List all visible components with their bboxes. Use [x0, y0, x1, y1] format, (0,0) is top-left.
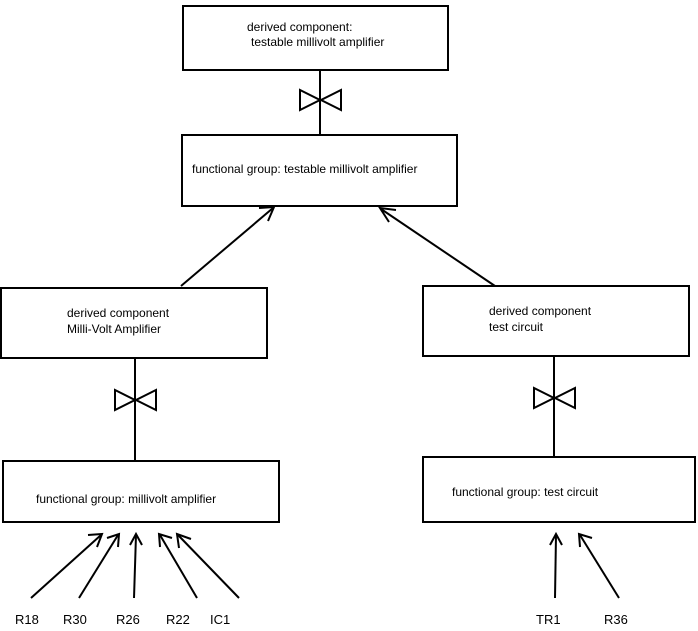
- derived-left-box[interactable]: [0, 287, 268, 359]
- derived-right-line2: test circuit: [489, 320, 544, 334]
- bowtie-icon-top: [299, 88, 342, 112]
- arrow-ic1-to-fg-left: [175, 532, 240, 599]
- derived-top-box[interactable]: [182, 5, 449, 71]
- leaf-label-r36: R36: [604, 612, 628, 627]
- arrow-derived-left-to-fg-top: [180, 205, 276, 287]
- fg-right-box[interactable]: [422, 456, 696, 523]
- node-fg-left[interactable]: functional group: millivolt amplifier: [2, 460, 280, 523]
- arrow-tr1-to-fg-right: [549, 531, 563, 599]
- arrow-derived-right-to-fg-top: [378, 206, 496, 287]
- leaf-label-group-right: TR1 R36: [536, 612, 628, 627]
- bowtie-icon-right: [533, 386, 576, 410]
- arrow-r18-to-fg-left: [30, 532, 104, 599]
- arrow-r36-to-fg-right: [577, 532, 620, 599]
- fg-left-line1: functional group: millivolt amplifier: [36, 492, 216, 506]
- leaf-label-group-left: R18 R30 R26 R22 IC1: [15, 612, 230, 627]
- derived-top-line1: derived component:: [247, 20, 352, 34]
- node-derived-right[interactable]: derived component test circuit: [422, 285, 690, 357]
- derived-right-line1: derived component: [489, 304, 592, 318]
- derived-top-line2: testable millivolt amplifier: [251, 35, 384, 49]
- derived-left-line1: derived component: [67, 306, 170, 320]
- node-derived-left[interactable]: derived component Milli-Volt Amplifier: [0, 287, 268, 359]
- arrow-r26-to-fg-left: [129, 531, 143, 599]
- leaf-label-r22: R22: [166, 612, 190, 627]
- derived-right-box[interactable]: [422, 285, 690, 357]
- node-derived-top[interactable]: derived component: testable millivolt am…: [182, 5, 449, 71]
- fg-left-box[interactable]: [2, 460, 280, 523]
- leaf-label-r26: R26: [116, 612, 140, 627]
- node-fg-top[interactable]: functional group: testable millivolt amp…: [181, 134, 458, 207]
- leaf-label-r18: R18: [15, 612, 39, 627]
- arrow-r30-to-fg-left: [78, 532, 121, 599]
- leaf-label-tr1: TR1: [536, 612, 561, 627]
- fg-right-line1: functional group: test circuit: [452, 485, 599, 499]
- bowtie-icon-left: [114, 388, 157, 412]
- leaf-label-ic1: IC1: [210, 612, 230, 627]
- fg-top-box[interactable]: [181, 134, 458, 207]
- fg-top-line1: functional group: testable millivolt amp…: [192, 162, 417, 176]
- arrow-r22-to-fg-left: [157, 532, 198, 599]
- node-fg-right[interactable]: functional group: test circuit: [422, 456, 696, 523]
- derived-left-line2: Milli-Volt Amplifier: [67, 322, 161, 336]
- leaf-label-r30: R30: [63, 612, 87, 627]
